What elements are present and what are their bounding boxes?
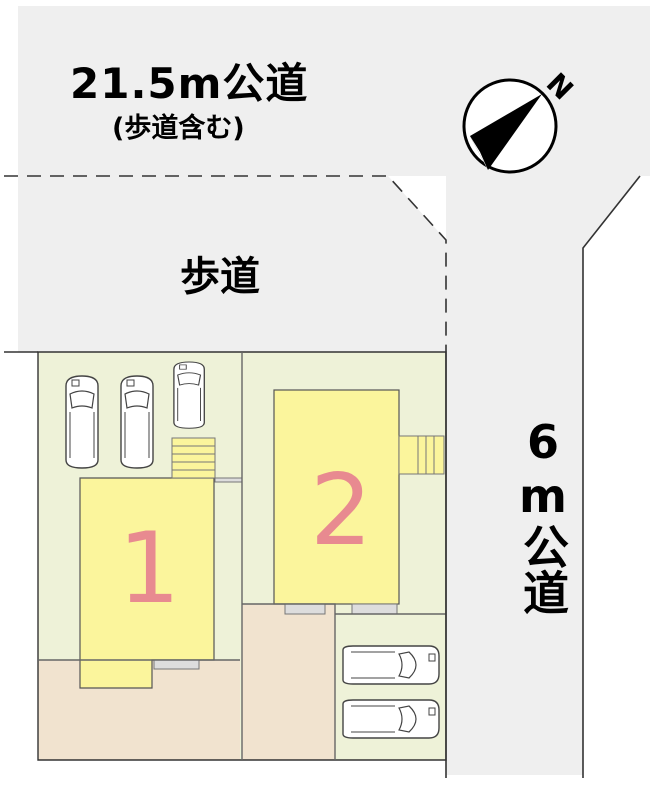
side-road-label: 6m公道: [516, 415, 570, 615]
house-2: [273, 389, 400, 605]
house-1-steps: [171, 437, 216, 479]
main-road-label: 21.5m公道: [70, 59, 309, 108]
sidewalk-label: 歩道: [180, 254, 260, 300]
sidewalk-boundary-dashed: [4, 175, 447, 352]
house-2-steps: [398, 435, 445, 475]
lot-2-number: 2: [310, 454, 373, 568]
side-road-area: [446, 176, 650, 775]
main-road-sublabel: (歩道含む): [112, 113, 245, 144]
compass-rose-icon: [462, 78, 558, 174]
car-1: [65, 375, 99, 469]
sidewalk-area: [18, 176, 446, 352]
lot-1-number: 1: [118, 512, 181, 626]
car-4: [342, 645, 440, 685]
side-road-edge: [582, 175, 641, 778]
car-5: [342, 699, 440, 739]
road-corner-white: [583, 176, 666, 790]
car-2: [120, 375, 154, 469]
lot-2-paving: [242, 604, 335, 760]
car-3: [173, 361, 205, 429]
